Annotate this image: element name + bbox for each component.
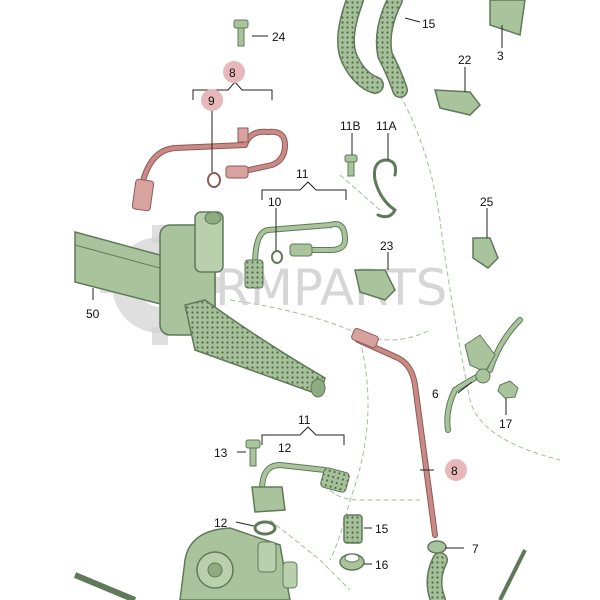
callout-labels: 24 15 3 22 8 9 11B 11A 11 10 25 23 50 6 … [86,17,513,572]
callout-16: 16 [375,558,389,572]
clamp-16 [339,553,365,571]
clip-23 [354,269,396,301]
hose-part-6 [444,317,523,433]
callout-12-lower: 12 [214,516,228,530]
highlight-circle-8-lower [445,459,467,481]
callout-17: 17 [499,417,513,431]
callout-10: 10 [268,195,282,209]
return-pipe-lower [251,462,350,513]
hook-11a [373,158,397,219]
callout-7: 7 [472,542,479,556]
callout-23: 23 [380,239,394,253]
bracket-part-3 [489,0,526,36]
pressure-pipe-lower [351,327,438,538]
clip-25 [472,237,499,269]
callout-22: 22 [458,53,472,67]
steering-pump [179,527,298,600]
bolt-11b [344,154,358,177]
clamp-7 [427,540,447,554]
callout-25: 25 [480,195,494,209]
callout-15-bottom: 15 [375,522,389,536]
nut-17 [497,380,519,399]
highlight-circle-9 [201,89,223,111]
return-pipe-upper [244,221,348,289]
callout-13: 13 [214,446,228,460]
bolt-13 [245,439,261,467]
callout-8-upper: 8 [229,66,236,80]
highlight-circle-8-upper [223,61,245,83]
callout-11-lower: 11 [298,413,311,427]
seal-ring-10 [271,250,283,264]
pressure-pipe-upper [131,127,288,212]
bottom-hose [426,552,448,600]
callout-12-upper: 12 [278,441,292,455]
callout-3: 3 [497,49,504,63]
callout-11-upper: 11 [296,167,309,181]
callout-9: 9 [208,94,215,108]
clip-22 [433,89,481,116]
callout-11a: 11A [376,119,396,133]
bolt-24 [233,19,249,47]
group-bracket-11-upper [261,181,347,200]
lower-rail [73,549,527,600]
callout-8-lower: 8 [451,464,458,478]
top-hoses [337,0,408,98]
guide-lines [229,94,561,591]
callout-15-top: 15 [422,17,436,31]
callout-50: 50 [86,307,100,321]
seal-ring-9 [207,172,221,188]
callout-11b: 11B [340,119,360,133]
callout-6: 6 [432,387,439,401]
rack-boot [184,299,326,398]
hose-clip-15 [343,514,363,544]
callout-24: 24 [272,30,286,44]
seal-ring-12 [253,520,277,536]
leader-lines [92,17,507,565]
group-bracket-11-lower [261,426,345,445]
